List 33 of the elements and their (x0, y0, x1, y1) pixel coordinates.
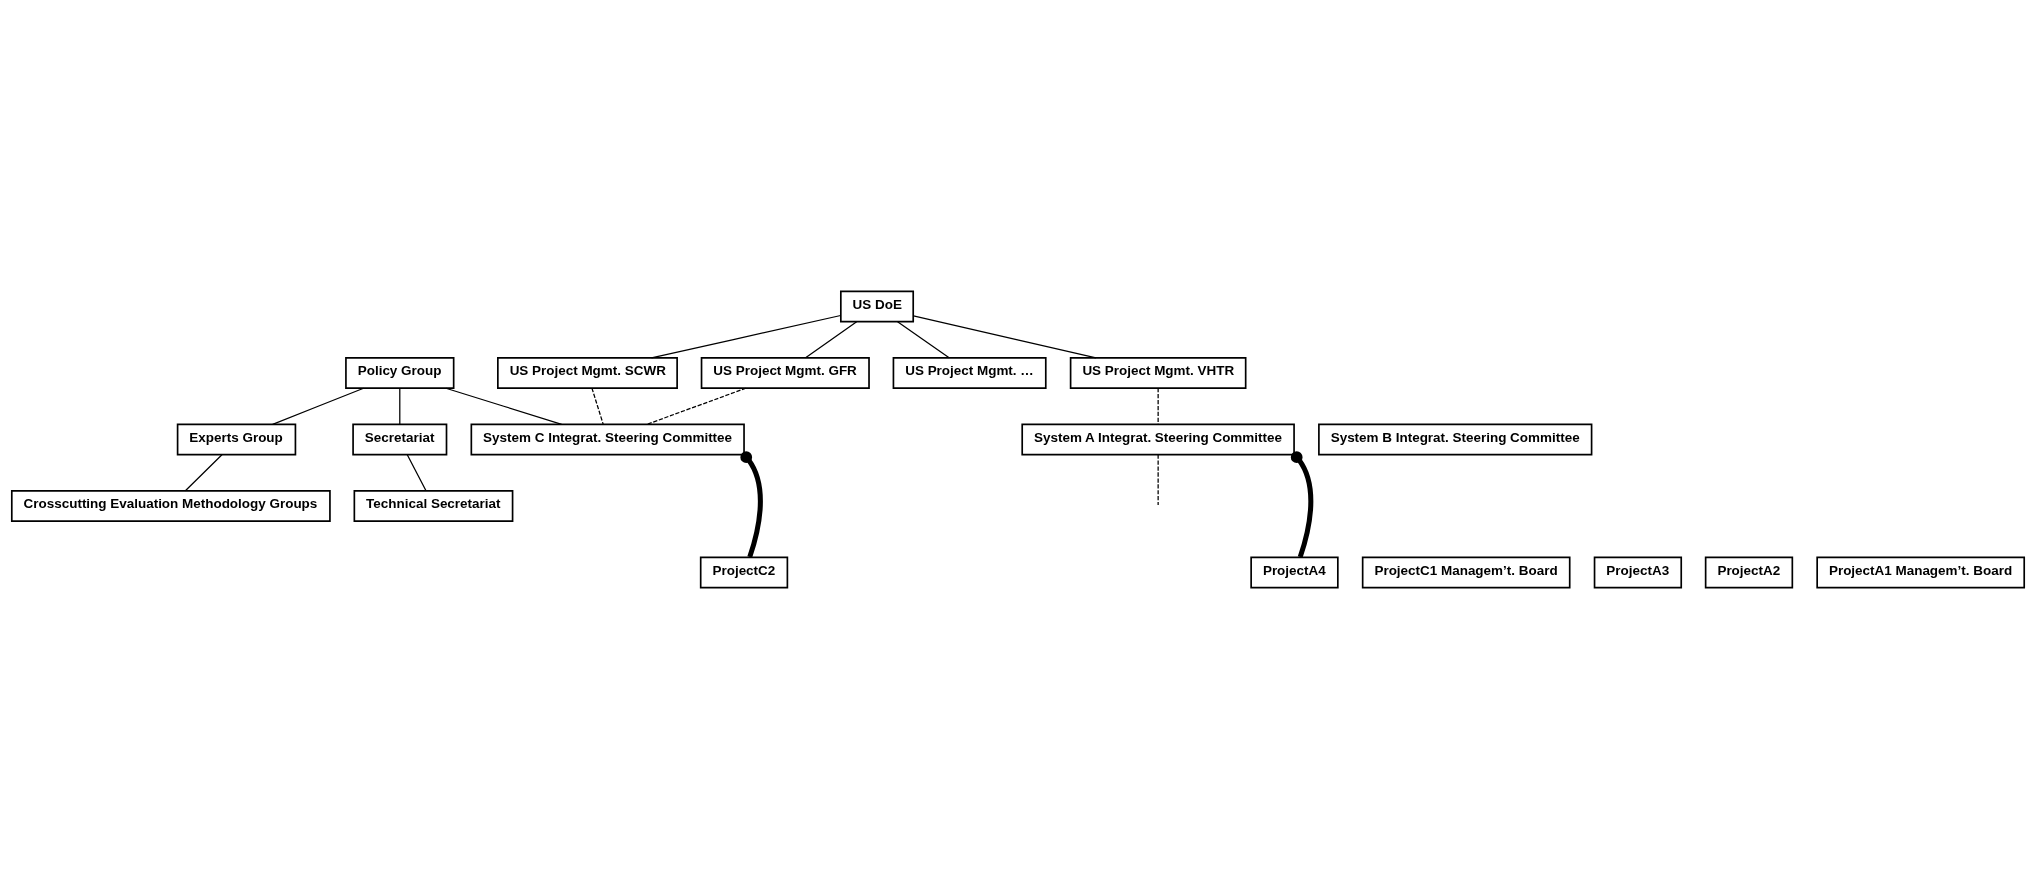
node-box: Crosscutting Evaluation Methodology Groups (10, 490, 331, 522)
connector (399, 387, 401, 425)
node-box: US Project Mgmt. … (892, 357, 1047, 389)
node-box: ProjectA1 Managem’t. Board (1816, 556, 2026, 589)
connector (445, 387, 563, 425)
connector (184, 454, 223, 492)
connector (406, 454, 427, 492)
node-box: ProjectC1 Managem’t. Board (1361, 556, 1571, 589)
node-box: ProjectC2 (699, 556, 789, 589)
connector (1157, 387, 1159, 425)
node-box: US Project Mgmt. SCWR (497, 357, 678, 389)
connector (646, 387, 747, 425)
node-box: ProjectA2 (1704, 556, 1794, 589)
node-box: Policy Group (345, 357, 455, 389)
node-box: System C Integrat. Steering Committee (470, 423, 745, 456)
node-box: Technical Secretariat (353, 490, 514, 522)
node-box: Experts Group (176, 423, 297, 456)
connector (272, 387, 365, 425)
node-box: System B Integrat. Steering Committee (1318, 423, 1593, 456)
connector (650, 314, 842, 359)
connector (591, 387, 604, 425)
node-box: US Project Mgmt. GFR (700, 357, 870, 389)
connector (912, 315, 1097, 359)
node-box: System A Integrat. Steering Committee (1021, 423, 1295, 456)
node-box: Secretariat (352, 423, 448, 456)
node-box: US Project Mgmt. VHTR (1069, 357, 1247, 389)
node-box: US DoE (840, 290, 915, 323)
connector (1290, 451, 1314, 558)
connector (740, 451, 763, 558)
connector (804, 321, 858, 359)
connector (896, 321, 950, 359)
node-box: ProjectA4 (1250, 556, 1339, 589)
node-box: ProjectA3 (1593, 556, 1683, 589)
